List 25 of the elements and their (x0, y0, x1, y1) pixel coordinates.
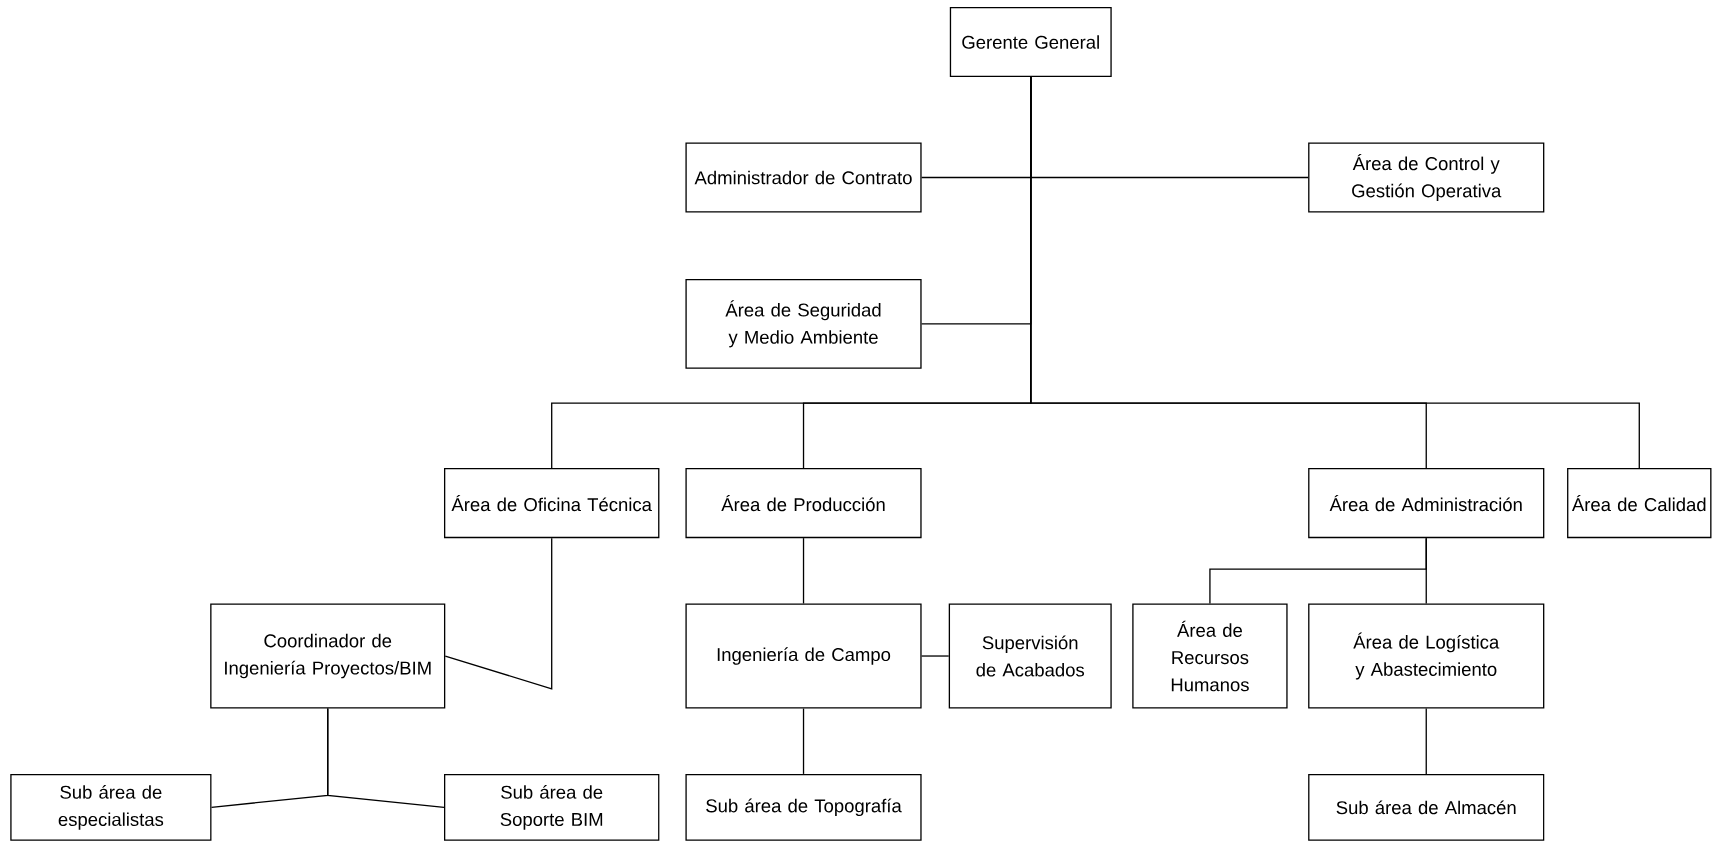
org-box: Área de Administración (1308, 467, 1545, 539)
org-box: Área de Oficina Técnica (444, 467, 660, 539)
org-box: Administrador de Contrato (685, 142, 922, 213)
connector-line (1425, 537, 1427, 605)
org-box: Área de Calidad (1567, 467, 1712, 539)
org-box: Área de Logística y Abastecimiento (1308, 603, 1545, 709)
connector-line (444, 537, 553, 690)
connector-line (802, 707, 805, 775)
connector-line (802, 537, 805, 605)
connector-line (1030, 76, 1640, 469)
org-box: Ingeniería de Campo (685, 603, 922, 709)
org-box: Coordinador de Ingeniería Proyectos/BIM (210, 603, 446, 709)
org-box: Área de Control y Gestión Operativa (1308, 142, 1545, 213)
org-box: Supervisión de Acabados (948, 603, 1112, 709)
connector-line (327, 707, 445, 808)
org-box: Sub área de Soporte BIM (444, 773, 660, 841)
org-box: Sub área de Almacén (1308, 773, 1545, 841)
org-box: Sub área de Topografía (685, 773, 922, 841)
connector-line (1425, 707, 1427, 775)
org-box: Área de Producción (685, 467, 922, 539)
org-box: Área de Seguridad y Medio Ambiente (685, 278, 922, 369)
connector-line (920, 655, 950, 657)
org-box: Sub área de especialistas (10, 773, 212, 841)
org-box: Gerente General (949, 6, 1112, 78)
org-box: Área de Recursos Humanos (1132, 603, 1288, 709)
